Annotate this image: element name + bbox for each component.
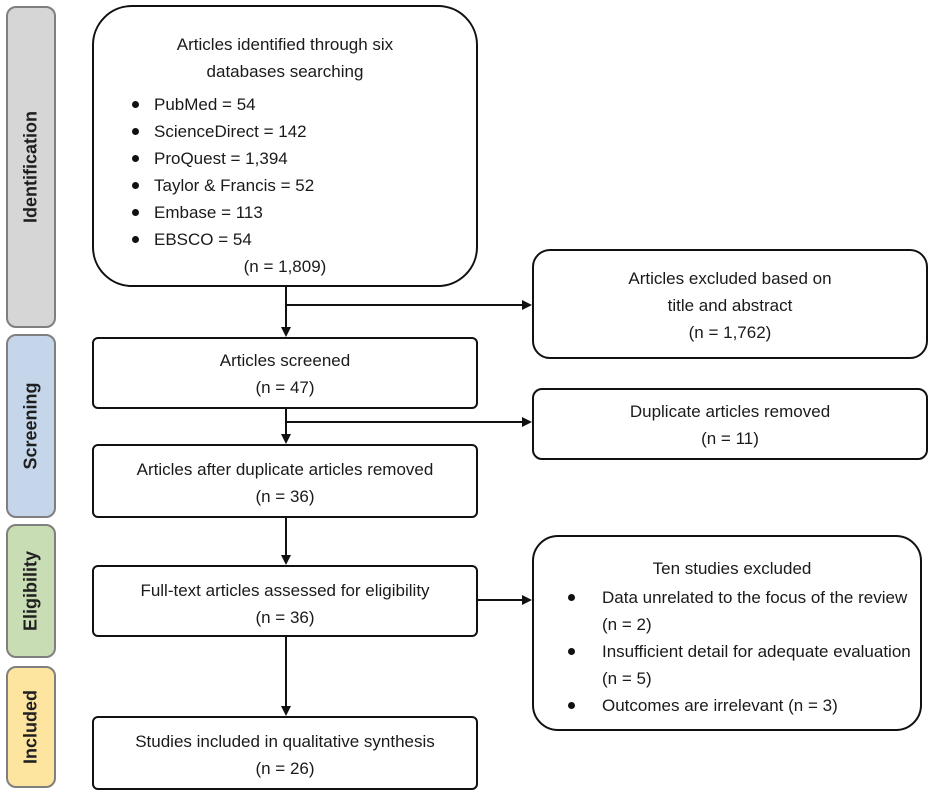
screened-count: (n = 47) xyxy=(255,378,315,397)
phase-included-label: Included xyxy=(20,689,41,765)
excluded-title-abstract-count: (n = 1,762) xyxy=(688,323,772,342)
database-item: EBSCO = 54 xyxy=(130,226,476,253)
phase-identification-label: Identification xyxy=(20,111,41,223)
phase-eligibility: Eligibility xyxy=(6,524,56,658)
phase-eligibility-label: Eligibility xyxy=(20,550,41,632)
ten-studies-excluded-title: Ten studies excluded xyxy=(652,559,812,578)
phase-included: Included xyxy=(6,666,56,788)
fulltext-count: (n = 36) xyxy=(255,608,315,627)
database-item: PubMed = 54 xyxy=(130,91,476,118)
screened-label: Articles screened xyxy=(219,351,351,370)
excluded-title-abstract-line1: Articles excluded based on xyxy=(628,269,832,288)
included-count: (n = 26) xyxy=(255,759,315,778)
fulltext-box: Full-text articles assessed for eligibil… xyxy=(92,565,478,637)
included-box: Studies included in qualitative synthesi… xyxy=(92,716,478,790)
duplicates-removed-count: (n = 11) xyxy=(701,429,759,448)
excluded-title-abstract-box: Articles excluded based on title and abs… xyxy=(532,249,928,359)
identified-title-line1: Articles identified through six xyxy=(176,35,394,54)
included-label: Studies included in qualitative synthesi… xyxy=(135,732,435,751)
database-item: Embase = 113 xyxy=(130,199,476,226)
after-duplicates-label: Articles after duplicate articles remove… xyxy=(136,460,434,479)
duplicates-removed-label: Duplicate articles removed xyxy=(629,402,831,421)
screened-box: Articles screened (n = 47) xyxy=(92,337,478,409)
phase-screening-label: Screening xyxy=(20,382,41,470)
duplicates-removed-box: Duplicate articles removed (n = 11) xyxy=(532,388,928,460)
after-duplicates-box: Articles after duplicate articles remove… xyxy=(92,444,478,518)
exclusion-reason-list: Data unrelated to the focus of the revie… xyxy=(534,584,920,719)
phase-screening: Screening xyxy=(6,334,56,518)
database-list: PubMed = 54 ScienceDirect = 142 ProQuest… xyxy=(94,91,476,253)
exclusion-reason: Insufficient detail for adequate evaluat… xyxy=(560,638,920,692)
exclusion-reason: Data unrelated to the focus of the revie… xyxy=(560,584,920,638)
database-item: ProQuest = 1,394 xyxy=(130,145,476,172)
after-duplicates-count: (n = 36) xyxy=(255,487,315,506)
excluded-title-abstract-line2: title and abstract xyxy=(667,296,793,315)
fulltext-label: Full-text articles assessed for eligibil… xyxy=(140,581,430,600)
database-item: Taylor & Francis = 52 xyxy=(130,172,476,199)
exclusion-reason: Outcomes are irrelevant (n = 3) xyxy=(560,692,920,719)
identified-title-line2: databases searching xyxy=(206,62,364,81)
identified-total: (n = 1,809) xyxy=(243,257,327,276)
phase-identification: Identification xyxy=(6,6,56,328)
identified-box: Articles identified through six database… xyxy=(92,5,478,287)
ten-studies-excluded-box: Ten studies excluded Data unrelated to t… xyxy=(532,535,922,731)
database-item: ScienceDirect = 142 xyxy=(130,118,476,145)
